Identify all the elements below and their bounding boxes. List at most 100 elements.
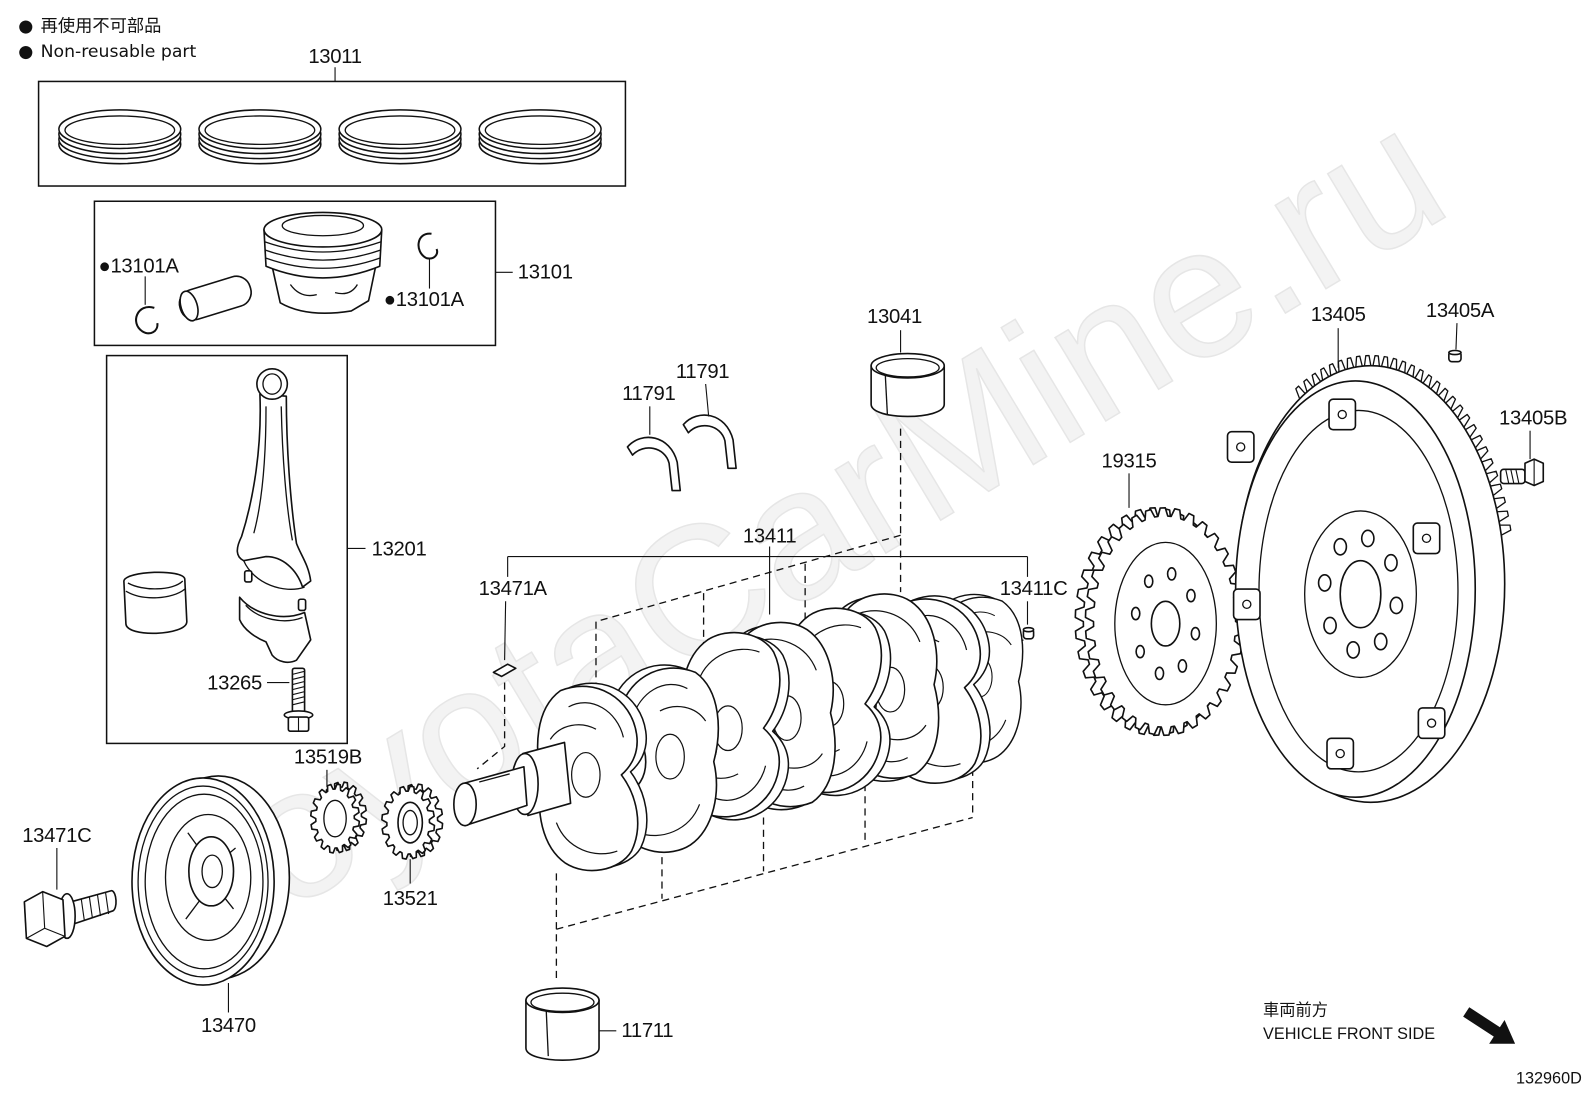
- piston-ring: [58, 109, 182, 165]
- callout-13519b[interactable]: 13519B: [294, 747, 362, 769]
- thrust-washer: [626, 436, 682, 492]
- flywheel-bolt-holes: [1317, 529, 1404, 659]
- callout-13101a-right[interactable]: ●13101A: [384, 289, 465, 311]
- mounting-tab: [1326, 737, 1355, 770]
- callout-13411[interactable]: 13411: [743, 525, 797, 547]
- dowel-pin: [297, 598, 307, 612]
- piston-ring: [478, 109, 602, 165]
- snap-ring: [417, 232, 439, 260]
- snap-ring: [135, 306, 159, 335]
- callout-13201[interactable]: 13201: [372, 539, 427, 561]
- piston-ring: [198, 109, 322, 165]
- timing-rotor: [1074, 507, 1245, 737]
- rotor-bolt-holes: [1130, 566, 1201, 681]
- direction-label-en: VEHICLE FRONT SIDE: [1263, 1025, 1435, 1043]
- mounting-tab: [1226, 430, 1255, 463]
- mounting-tab: [1328, 398, 1357, 431]
- arrow-down-right-icon: [1463, 1007, 1516, 1044]
- rod-bolt: [283, 667, 314, 733]
- bolt-hole: [1323, 616, 1337, 635]
- direction-label-jp: 車両前方: [1263, 1002, 1328, 1020]
- legend-item-en: Non-reusable part: [41, 42, 197, 62]
- piston-group: [93, 200, 497, 347]
- vehicle-front-indicator: 車両前方 VEHICLE FRONT SIDE: [1263, 1002, 1516, 1044]
- thrust-washer: [682, 414, 737, 470]
- bolt-hole: [1333, 537, 1348, 556]
- piston-pin: [178, 275, 252, 322]
- crankshaft-snout: [453, 741, 572, 827]
- gear-teeth: [309, 783, 361, 854]
- callout-13471c[interactable]: 13471C: [22, 825, 92, 847]
- callout-11791-left[interactable]: 11791: [622, 383, 676, 405]
- callout-11711[interactable]: 11711: [621, 1020, 673, 1042]
- rotor-inner-ring: [1114, 541, 1217, 706]
- piston-ring: [338, 109, 462, 165]
- ring-set-frame: [37, 80, 627, 187]
- bolt-hole: [1166, 566, 1177, 581]
- bolt-hole: [1373, 632, 1388, 651]
- mounting-tab: [1232, 588, 1261, 621]
- callout-13471a[interactable]: 13471A: [479, 578, 548, 600]
- bolt-hole: [1360, 529, 1375, 548]
- bolt-hole: [1190, 626, 1201, 641]
- rod-bearing: [123, 571, 188, 635]
- bolt-hole: [1346, 640, 1361, 659]
- bolt-hole: [1177, 659, 1188, 673]
- key-gear: [309, 781, 368, 854]
- connecting-rod-group: [105, 354, 348, 745]
- flywheel-hub: [1304, 510, 1418, 679]
- flywheel-center-hole: [1339, 559, 1382, 629]
- callout-13405[interactable]: 13405: [1311, 304, 1366, 326]
- crankshaft-key: [492, 663, 517, 678]
- crankshaft-pin: [1022, 626, 1035, 640]
- callouts: 13011 ●13101A 13101 ●13101A 13201 13265 …: [22, 46, 1567, 1042]
- mounting-tab: [1417, 707, 1446, 740]
- callout-13470[interactable]: 13470: [201, 1015, 256, 1037]
- piston-frame: [93, 200, 497, 347]
- crankshaft: [453, 593, 1024, 872]
- bolt-hole: [1317, 573, 1332, 592]
- callout-13265[interactable]: 13265: [207, 673, 262, 695]
- mounting-tab: [1412, 522, 1441, 555]
- flywheel: [1226, 354, 1512, 804]
- bolt-hole: [1135, 644, 1146, 659]
- callout-13405a[interactable]: 13405A: [1426, 300, 1495, 322]
- connecting-rod-frame: [105, 354, 348, 745]
- lower-main-bearing: [525, 987, 600, 1061]
- legend-bullet: ●: [18, 42, 33, 62]
- crank-gear: [381, 783, 444, 860]
- piston: [263, 211, 383, 314]
- alignment-lines: [476, 428, 1024, 980]
- leader-lines: [56, 67, 1531, 1032]
- bolt-hole: [1130, 606, 1141, 621]
- connecting-rod: [236, 367, 312, 590]
- callout-13101[interactable]: 13101: [518, 261, 573, 283]
- callout-13405b[interactable]: 13405B: [1499, 408, 1567, 430]
- connecting-rod-cap: [238, 596, 312, 664]
- bolt-hole: [1186, 588, 1196, 603]
- bolt-hole: [1384, 553, 1398, 572]
- flywheel-pin: [1448, 349, 1462, 363]
- figure-id: 132960D: [1516, 1070, 1582, 1088]
- rotor-center-hole: [1150, 600, 1181, 647]
- bolt-hole: [1143, 574, 1154, 589]
- dowel-pin: [243, 570, 253, 583]
- legend-bullet: ●: [18, 17, 33, 37]
- flywheel-bolt: [1499, 458, 1545, 487]
- callout-13411c[interactable]: 13411C: [1000, 578, 1068, 600]
- upper-main-bearing: [870, 352, 946, 418]
- bolt-hole: [1389, 596, 1404, 615]
- callout-19315[interactable]: 19315: [1102, 450, 1157, 472]
- callout-11791-right[interactable]: 11791: [676, 361, 730, 383]
- callout-13101a-left[interactable]: ●13101A: [98, 255, 179, 277]
- legend-item-jp: 再使用不可部品: [41, 16, 162, 37]
- callout-13011[interactable]: 13011: [308, 46, 362, 68]
- ring-set-group: [37, 80, 627, 187]
- bolt-hole: [1154, 666, 1165, 681]
- crankshaft-pulley: [131, 775, 291, 986]
- pulley-bolt: [23, 889, 117, 948]
- legend: ● 再使用不可部品 ● Non-reusable part: [18, 16, 196, 62]
- callout-13041[interactable]: 13041: [867, 306, 922, 328]
- callout-13521[interactable]: 13521: [383, 888, 438, 910]
